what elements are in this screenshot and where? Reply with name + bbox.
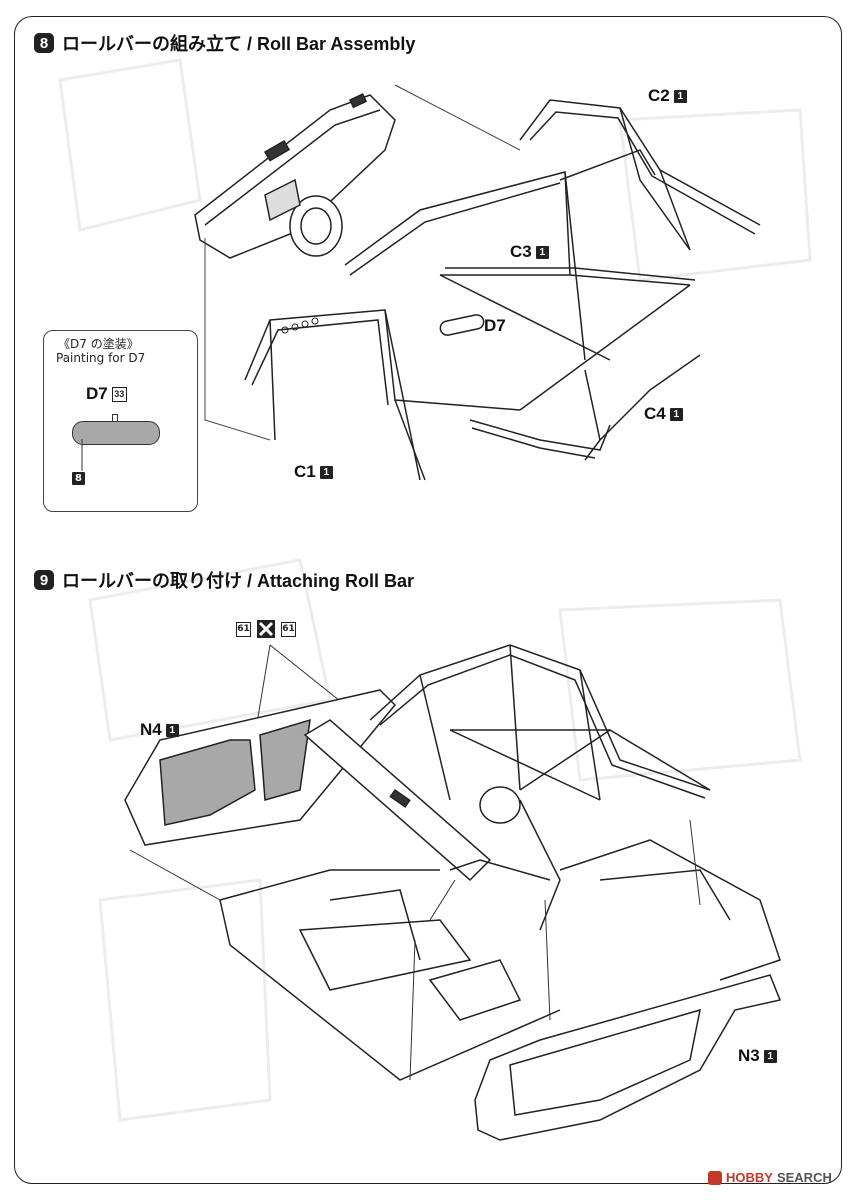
part-code: D7 bbox=[86, 384, 108, 403]
step-9-header: 9 ロールバーの取り付け / Attaching Roll Bar bbox=[34, 567, 414, 593]
quantity-badge: 1 bbox=[669, 407, 683, 421]
roll-cage-c1 bbox=[244, 309, 521, 481]
step-number: 9 bbox=[34, 570, 54, 590]
masking-icon bbox=[257, 620, 275, 638]
paint-code-badge: 33 bbox=[111, 386, 127, 402]
painting-part-label: D7 33 bbox=[86, 384, 127, 404]
car-body-shell bbox=[219, 839, 781, 1081]
part-code: N4 bbox=[140, 720, 162, 739]
part-label-c4: C4 1 bbox=[644, 404, 683, 424]
part-code: C2 bbox=[648, 86, 670, 105]
step-8-header: 8 ロールバーの組み立て / Roll Bar Assembly bbox=[34, 30, 415, 56]
painting-instruction-box: 《D7 の塗装》 Painting for D7 D7 33 8 bbox=[43, 330, 198, 512]
watermark-brand: HOBBY bbox=[726, 1170, 773, 1185]
part-label-c1: C1 1 bbox=[294, 462, 333, 482]
color-code-badge: 8 bbox=[72, 472, 85, 485]
paint-code-badge: 61 bbox=[236, 621, 251, 637]
step-title: ロールバーの組み立て / Roll Bar Assembly bbox=[62, 34, 416, 54]
quantity-badge: 1 bbox=[763, 1049, 777, 1063]
mirror-d7 bbox=[439, 314, 485, 336]
part-code: D7 bbox=[484, 316, 506, 335]
quantity-badge: 1 bbox=[319, 465, 333, 479]
step-title: ロールバーの取り付け / Attaching Roll Bar bbox=[62, 571, 415, 591]
part-code: C4 bbox=[644, 404, 666, 423]
painting-title-jp: 《D7 の塗装》 bbox=[58, 337, 139, 351]
watermark-brand-2: SEARCH bbox=[776, 1170, 832, 1185]
step-number: 8 bbox=[34, 33, 54, 53]
roll-cage-c3 bbox=[344, 171, 696, 411]
mirror-illustration bbox=[72, 421, 160, 445]
roll-cage-c2 bbox=[519, 99, 761, 251]
part-code: C1 bbox=[294, 462, 316, 481]
roll-cage-assembled bbox=[369, 644, 711, 931]
instruction-page-frame bbox=[14, 16, 842, 1184]
part-label-n3: N3 1 bbox=[738, 1046, 777, 1066]
part-label-c3: C3 1 bbox=[510, 242, 549, 262]
quantity-badge: 1 bbox=[673, 89, 687, 103]
dashboard-part bbox=[194, 93, 396, 259]
roll-cage-c4 bbox=[469, 354, 701, 461]
part-label-d7: D7 bbox=[484, 316, 506, 336]
part-label-n4: N4 1 bbox=[140, 720, 179, 740]
paint-leader-line bbox=[81, 439, 83, 471]
paint-code-badge: 61 bbox=[281, 621, 296, 637]
quantity-badge: 1 bbox=[535, 245, 549, 259]
glue-annotation: 61 61 bbox=[236, 620, 296, 638]
watermark-logo: HOBBY SEARCH bbox=[708, 1170, 832, 1185]
dashboard-part bbox=[303, 719, 521, 882]
part-label-c2: C2 1 bbox=[648, 86, 687, 106]
painting-title-en: Painting for D7 bbox=[56, 351, 146, 365]
part-code: C3 bbox=[510, 242, 532, 261]
hobby-search-logo-icon bbox=[708, 1170, 722, 1185]
quantity-badge: 1 bbox=[165, 723, 179, 737]
side-panel-n3 bbox=[474, 974, 782, 1141]
part-code: N3 bbox=[738, 1046, 760, 1065]
